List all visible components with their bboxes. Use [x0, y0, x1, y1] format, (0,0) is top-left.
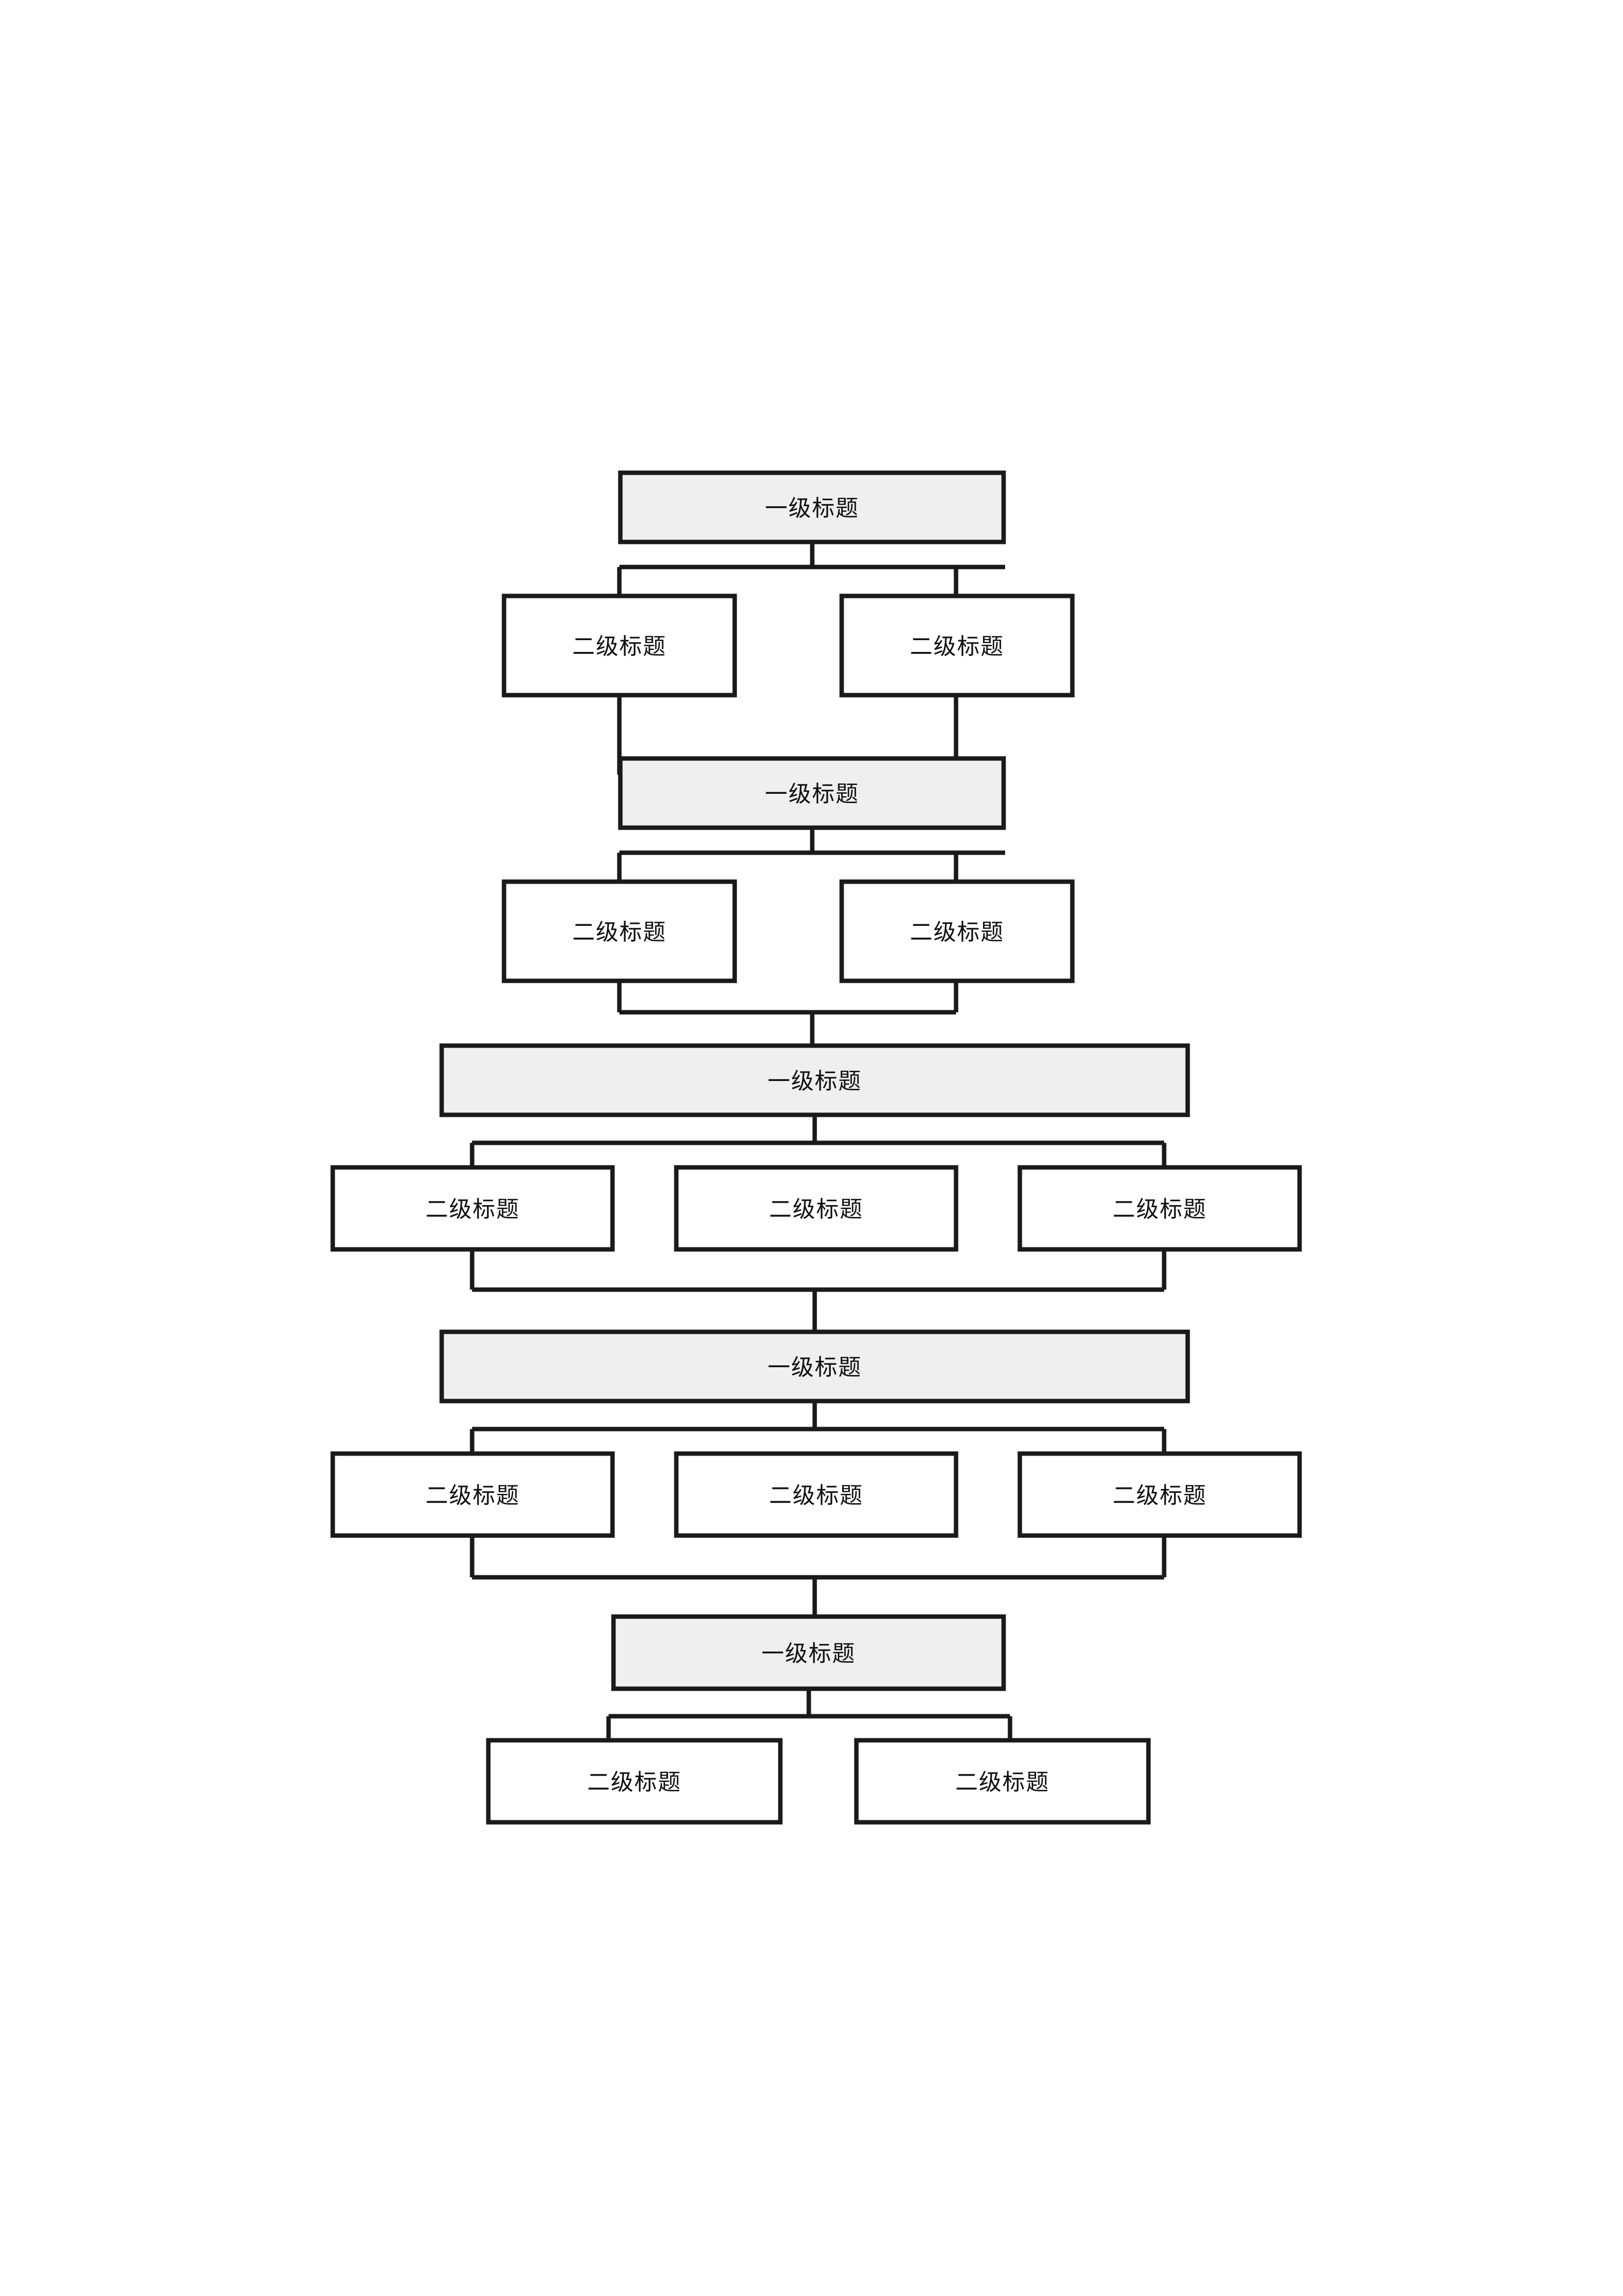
node-box-n13[interactable] — [674, 1451, 958, 1538]
node-n13-level2[interactable]: 二级标题 — [674, 1451, 958, 1538]
node-label-n6: 二级标题 — [910, 920, 1004, 945]
node-label-n12: 二级标题 — [426, 1483, 520, 1508]
node-n3-level2[interactable]: 二级标题 — [839, 594, 1075, 698]
node-n4-level1[interactable]: 一级标题 — [618, 756, 1006, 830]
connector-n7-split — [470, 1115, 1167, 1167]
node-box-n4[interactable] — [618, 756, 1006, 830]
node-label-n14: 二级标题 — [1113, 1483, 1207, 1508]
node-box-n14[interactable] — [1017, 1451, 1302, 1538]
node-n11-level1[interactable]: 一级标题 — [439, 1329, 1190, 1404]
node-box-n10[interactable] — [1017, 1165, 1302, 1252]
connector-n5n6-merge — [617, 981, 958, 1046]
node-label-n2: 二级标题 — [572, 634, 666, 659]
node-box-n5[interactable] — [502, 879, 737, 983]
node-box-n15[interactable] — [611, 1614, 1006, 1691]
node-label-n17: 二级标题 — [956, 1770, 1050, 1795]
connector-n15-split — [606, 1689, 1012, 1740]
node-label-n10: 二级标题 — [1113, 1197, 1207, 1222]
node-label-n8: 二级标题 — [426, 1197, 520, 1222]
node-label-n11: 一级标题 — [768, 1355, 862, 1380]
node-box-n16[interactable] — [486, 1738, 783, 1825]
node-box-n9[interactable] — [674, 1165, 958, 1252]
node-box-n12[interactable] — [330, 1451, 615, 1538]
node-label-n5: 二级标题 — [572, 920, 666, 945]
connector-row4-merge — [470, 1536, 1167, 1617]
node-label-n9: 二级标题 — [769, 1197, 863, 1222]
node-label-n7: 一级标题 — [768, 1069, 862, 1094]
node-n17-level2[interactable]: 二级标题 — [854, 1738, 1151, 1825]
node-label-n1: 一级标题 — [765, 496, 859, 521]
node-box-n2[interactable] — [502, 594, 737, 698]
node-box-n3[interactable] — [839, 594, 1075, 698]
node-box-n7[interactable] — [439, 1043, 1190, 1117]
connector-row3-merge — [470, 1249, 1167, 1332]
node-n8-level2[interactable]: 二级标题 — [330, 1165, 615, 1252]
node-box-n8[interactable] — [330, 1165, 615, 1252]
node-n1-level1[interactable]: 一级标题 — [618, 470, 1006, 544]
node-n9-level2[interactable]: 二级标题 — [674, 1165, 958, 1252]
connector-layer — [470, 542, 1167, 1740]
connector-n1-split — [617, 542, 1005, 596]
node-n10-level2[interactable]: 二级标题 — [1017, 1165, 1302, 1252]
node-label-n3: 二级标题 — [910, 634, 1004, 659]
node-n7-level1[interactable]: 一级标题 — [439, 1043, 1190, 1117]
node-box-n11[interactable] — [439, 1329, 1190, 1404]
node-layer: 一级标题二级标题二级标题一级标题二级标题二级标题一级标题二级标题二级标题二级标题… — [330, 470, 1302, 1825]
node-n5-level2[interactable]: 二级标题 — [502, 879, 737, 983]
node-box-n17[interactable] — [854, 1738, 1151, 1825]
node-box-n1[interactable] — [618, 470, 1006, 544]
connector-n4-split — [617, 828, 1005, 882]
node-n6-level2[interactable]: 二级标题 — [839, 879, 1075, 983]
node-box-n6[interactable] — [839, 879, 1075, 983]
node-n16-level2[interactable]: 二级标题 — [486, 1738, 783, 1825]
node-label-n4: 一级标题 — [765, 782, 859, 807]
node-n15-level1[interactable]: 一级标题 — [611, 1614, 1006, 1691]
node-n14-level2[interactable]: 二级标题 — [1017, 1451, 1302, 1538]
node-n12-level2[interactable]: 二级标题 — [330, 1451, 615, 1538]
node-label-n15: 一级标题 — [762, 1641, 856, 1666]
connector-n11-split — [470, 1401, 1167, 1454]
node-label-n16: 二级标题 — [587, 1770, 682, 1795]
node-label-n13: 二级标题 — [769, 1483, 863, 1508]
node-n2-level2[interactable]: 二级标题 — [502, 594, 737, 698]
